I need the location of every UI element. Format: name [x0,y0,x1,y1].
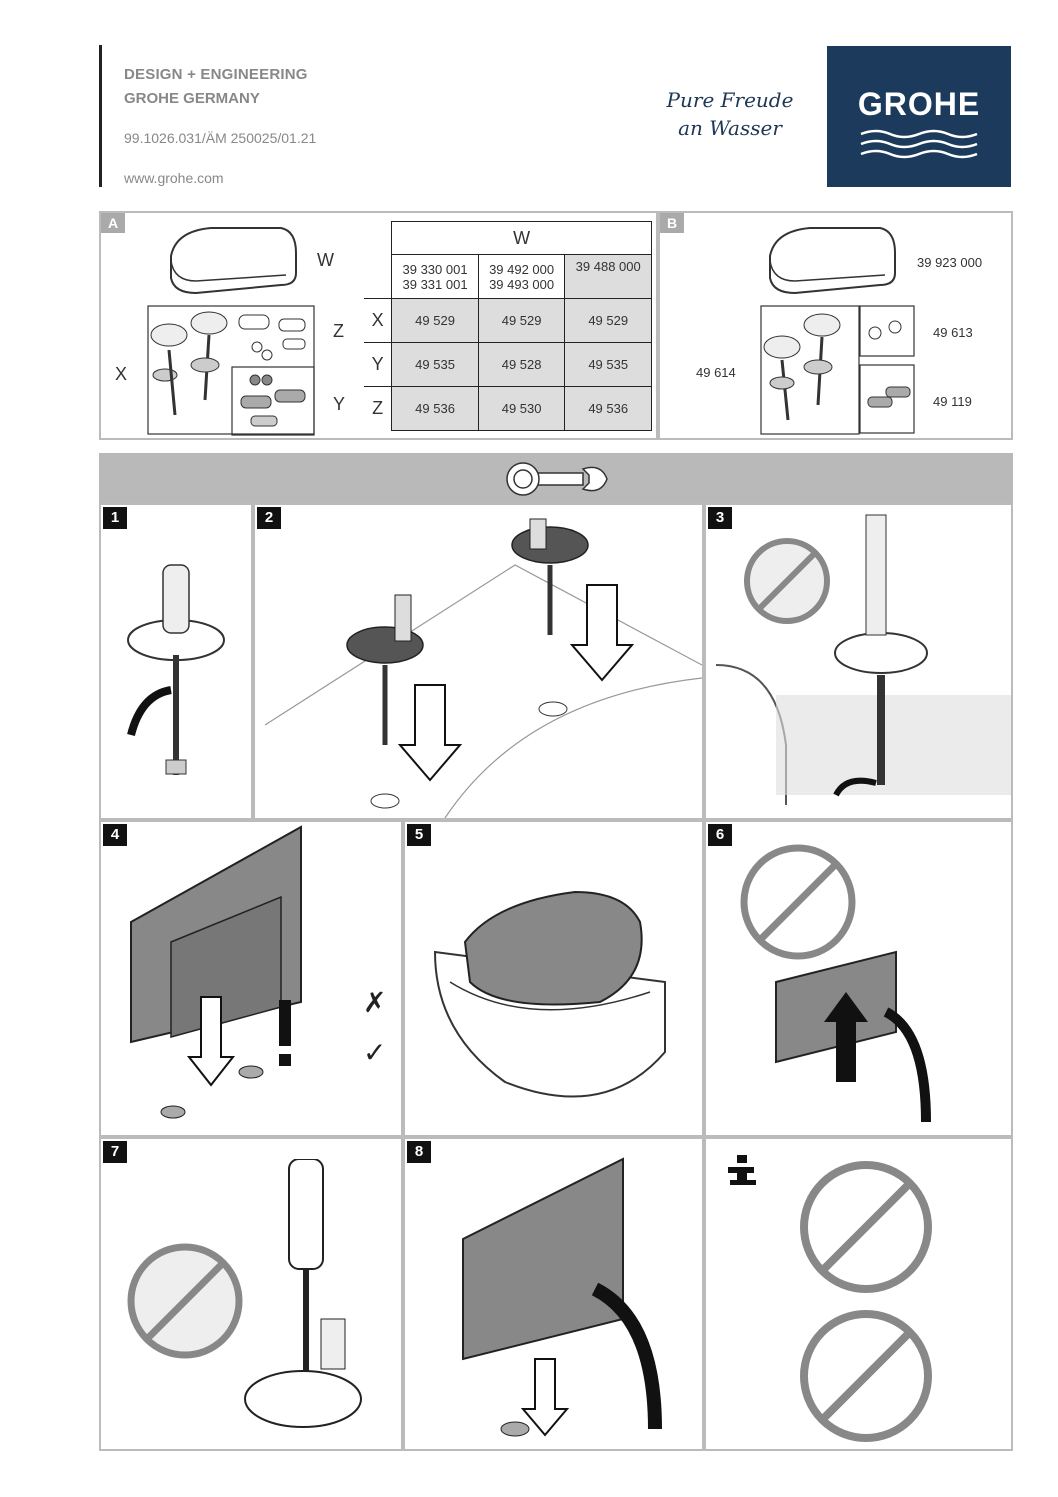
panel-a-label: A [101,213,125,233]
step-6-panel: 6 [704,820,1013,1137]
step-number: 6 [708,824,732,846]
table-column-header: 39 492 000 39 493 000 [477,254,566,299]
wrench-icon [506,462,608,496]
no-force-icon [744,538,830,624]
step-7-illustration [244,1159,362,1428]
step-1-panel: 1 [99,503,253,820]
code-bottom-right: 49 119 [933,394,972,409]
panel-b-label: B [660,213,684,233]
svg-text:✗: ✗ [363,986,386,1019]
logo-text: GROHE [857,86,981,122]
header-divider [99,45,102,187]
table-row-label: Z [364,386,393,431]
callout-y: Y [333,394,346,414]
no-standing-icon [800,1161,932,1293]
seat-illustration [170,227,297,295]
header-line2: GROHE GERMANY [124,90,260,107]
table-cell: 49 535 [564,342,652,387]
step-number: 7 [103,1141,127,1163]
code-top-right: 49 613 [933,325,973,340]
step-8-illustration [462,1157,662,1437]
table-column-header: 39 330 001 39 331 001 [391,254,479,299]
step-number: 4 [103,824,127,846]
step-2-illustration [264,518,702,818]
slogan: Pure Freude an Wasser [650,86,810,142]
table-cell: 49 529 [391,298,479,343]
table-header-w: W [391,221,652,255]
parts-table: W 39 330 001 39 331 001 39 492 000 39 49… [364,221,652,431]
slogan-line2: an Wasser [678,116,782,140]
hinge-kit-illustration [760,305,915,435]
info-panel [704,1137,1013,1451]
table-cell: 49 529 [477,298,566,343]
header-line1: DESIGN + ENGINEERING [124,66,308,83]
table-cell: 49 529 [564,298,652,343]
step-5-illustration [433,890,666,1098]
grohe-logo: GROHE [827,46,1011,187]
website-link[interactable]: www.grohe.com [124,170,224,186]
panel-b: B 39 923 000 49 614 49 613 49 119 [658,211,1013,440]
step-8-panel: 8 [403,1137,704,1451]
code-seat: 39 923 000 [917,255,983,270]
wave-icon [860,129,978,159]
table-cell: 49 528 [477,342,566,387]
tools-bar [99,453,1013,503]
step-4-panel: 4 ✗ ✓ [99,820,403,1137]
table-cell: 49 536 [564,386,652,431]
slogan-line1: Pure Freude [666,88,794,112]
callout-z: Z [333,321,344,341]
seat-illustration [769,227,896,295]
no-force-icon [127,1243,243,1359]
hinge-kit-x-illustration [147,305,315,435]
table-cell: 49 536 [391,386,479,431]
step-6-illustration [775,950,931,1123]
step-5-panel: 5 [403,820,704,1137]
callout-w: W [317,250,334,270]
step-number: 3 [708,507,732,529]
step-number: 8 [407,1141,431,1163]
table-row-label: X [364,298,393,343]
callout-x: X [115,364,128,384]
table-cell: 49 530 [477,386,566,431]
step-number: 2 [257,507,281,529]
info-icon [728,1155,756,1185]
no-squatting-icon [800,1310,932,1442]
step-3-panel: 3 [704,503,1013,820]
hinge-kit-y-illustration [231,366,315,436]
code-left: 49 614 [696,365,736,380]
step-2-panel: 2 [253,503,704,820]
doc-number: 99.1026.031/ÄM 250025/01.21 [124,130,317,146]
step-1-illustration [127,564,225,775]
table-column-header: 39 488 000 [564,254,652,299]
svg-text:✓: ✓ [363,1036,386,1069]
step-number: 5 [407,824,431,846]
table-cell: 49 535 [391,342,479,387]
step-4-illustration: ✗ ✓ [130,825,386,1119]
table-row-label: Y [364,342,393,387]
step-3-illustration [715,514,1011,805]
panel-a: A W Z X Y W [99,211,658,440]
no-slam-icon [740,844,856,960]
step-number: 1 [103,507,127,529]
step-7-panel: 7 [99,1137,403,1451]
